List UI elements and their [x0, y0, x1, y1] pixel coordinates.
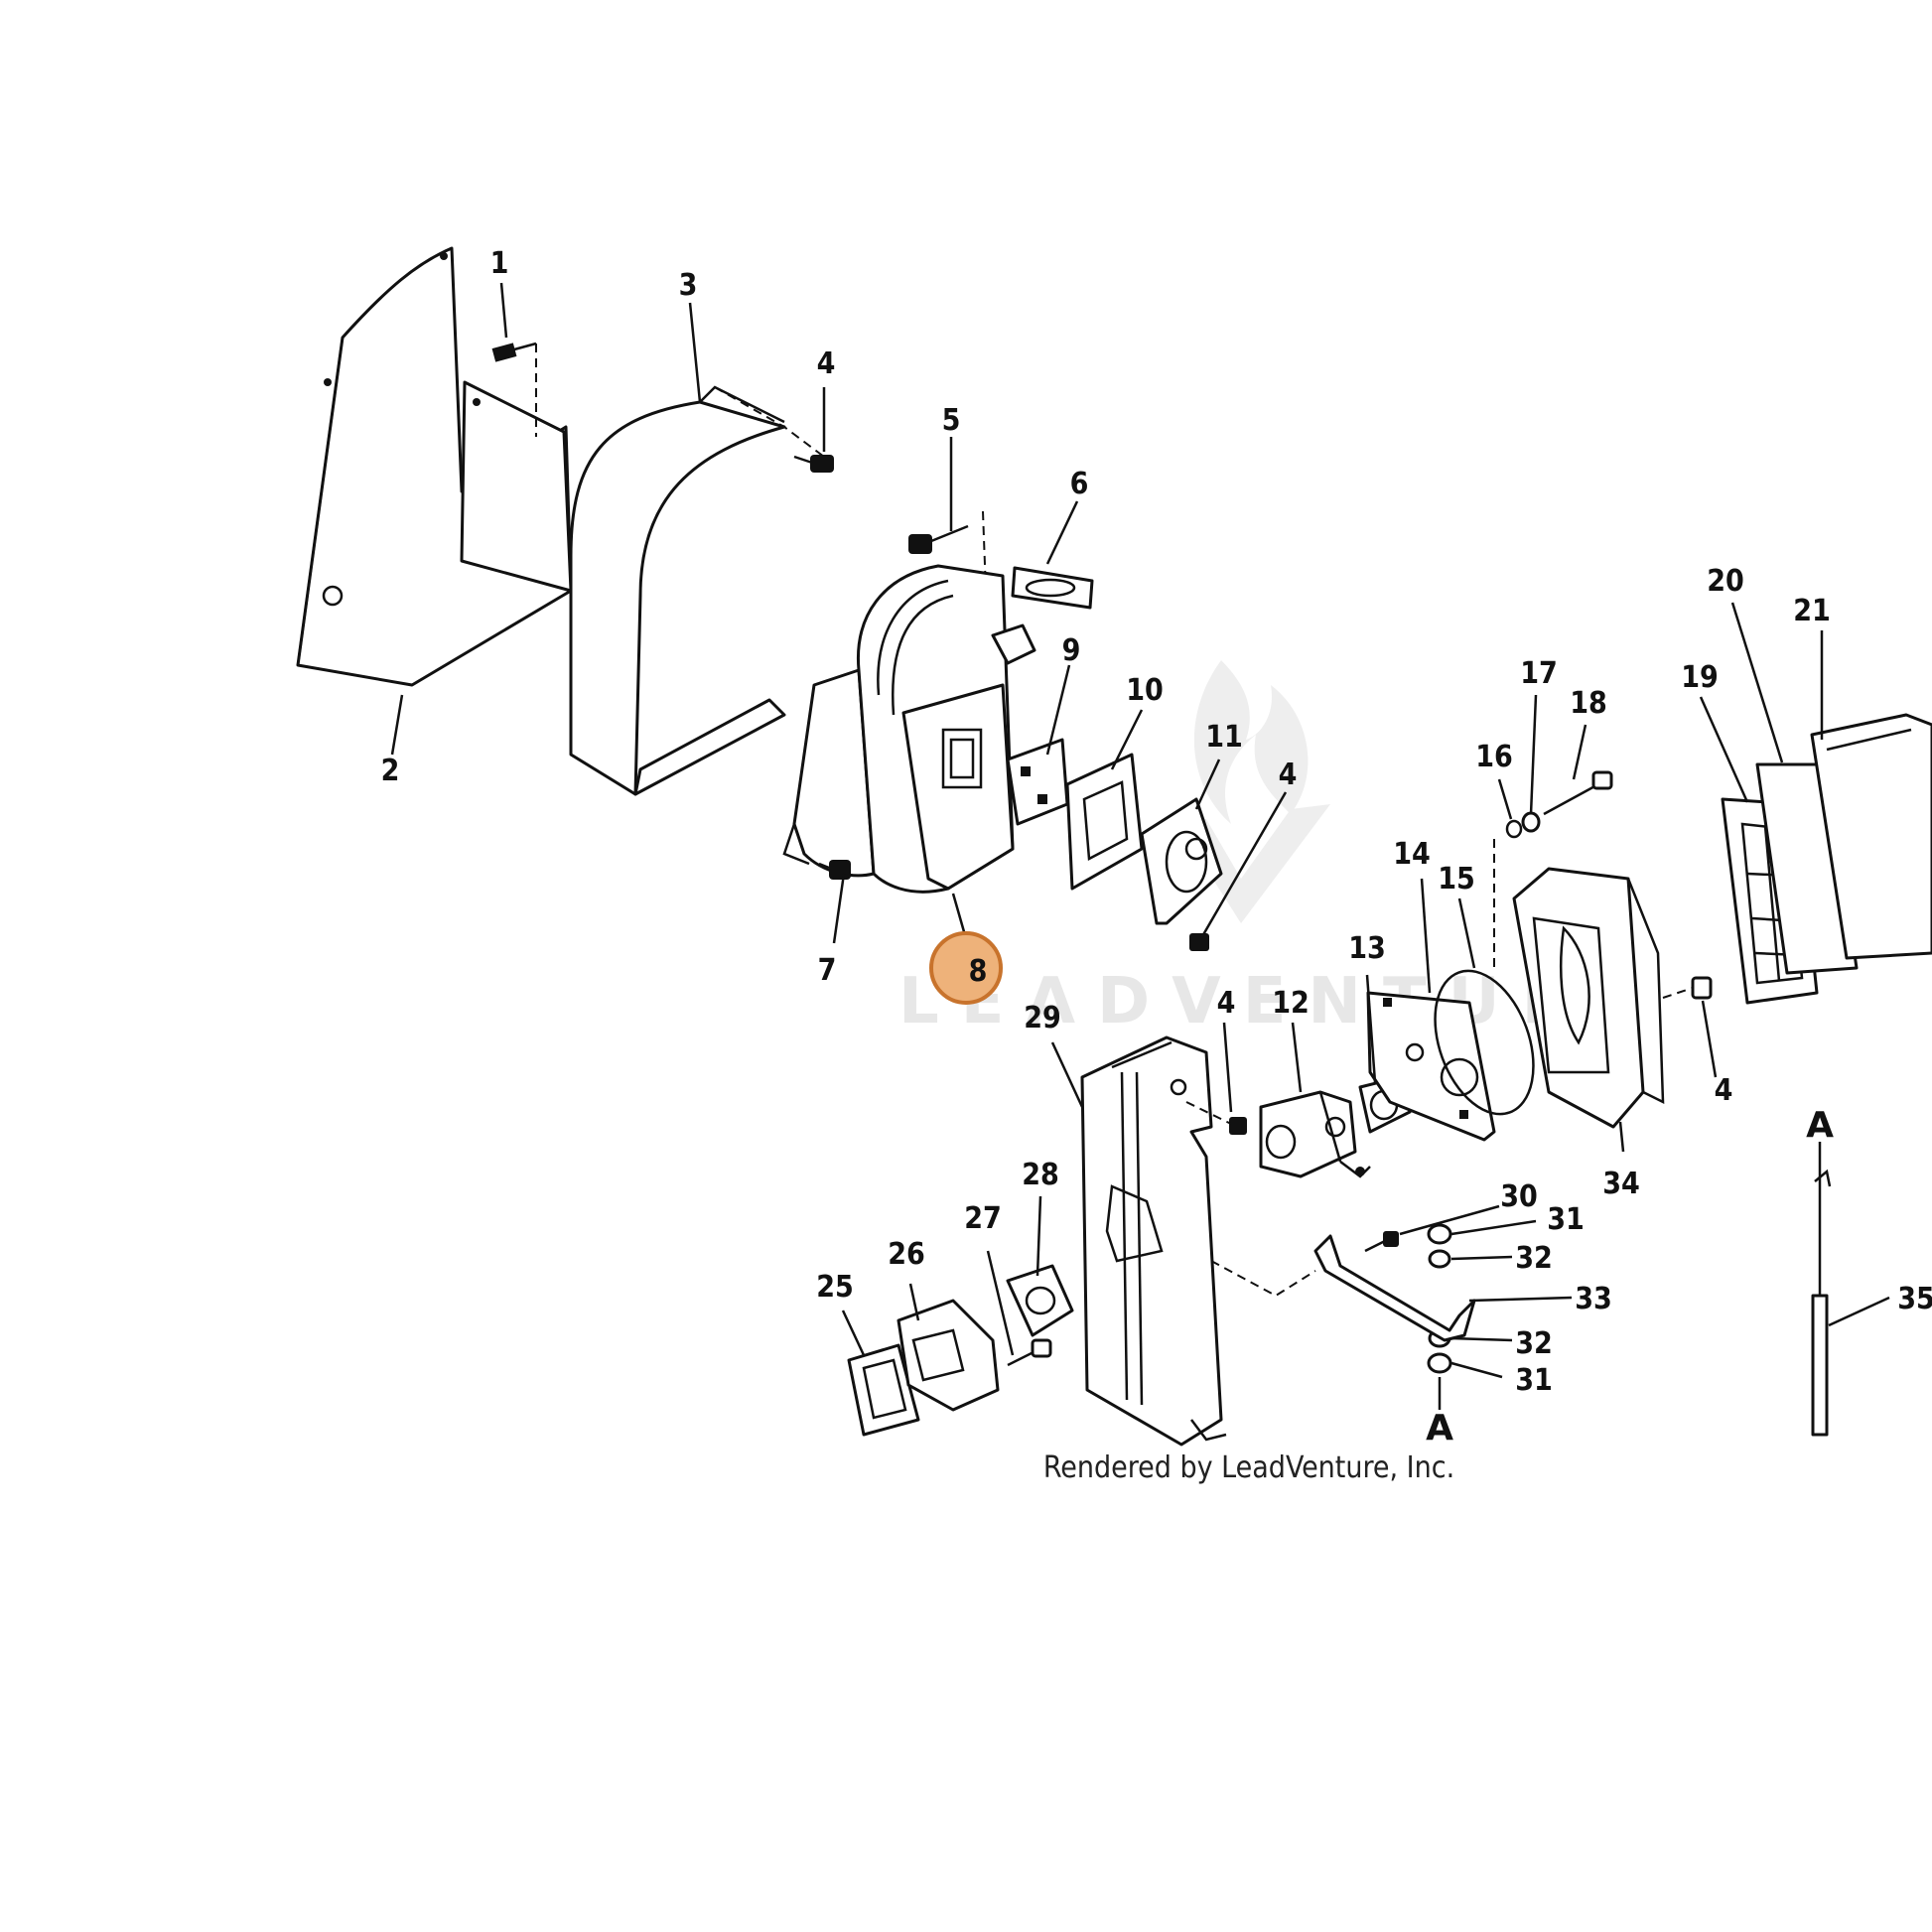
section-marker-a-top: A [1806, 1105, 1834, 1146]
leader-lines [390, 282, 1890, 1410]
part-16-washer [1505, 819, 1523, 839]
callout-35[interactable]: 35 [1897, 1282, 1932, 1316]
part-18-bolt [1493, 770, 1613, 968]
part-10-gasket [1065, 753, 1144, 891]
part-3-cover [569, 385, 825, 796]
part-28-gasket [1006, 1264, 1074, 1337]
part-26-adapter [897, 1299, 1000, 1412]
part-4-screw-d [1662, 976, 1713, 1000]
callout-1[interactable]: 1 [490, 246, 509, 281]
callout-9[interactable]: 9 [1062, 633, 1081, 668]
part-4-screw-top [793, 455, 834, 473]
part-30-bolt [1364, 1231, 1399, 1253]
callout-27[interactable]: 27 [964, 1201, 1002, 1236]
part-14-plate [1366, 991, 1496, 1142]
callout-29[interactable]: 29 [1024, 1001, 1061, 1035]
part-9-plate [1006, 738, 1069, 826]
callout-5[interactable]: 5 [942, 403, 961, 438]
callout-4-d[interactable]: 4 [1715, 1073, 1733, 1108]
callout-4-b[interactable]: 4 [1279, 758, 1298, 792]
callout-18[interactable]: 18 [1570, 686, 1607, 721]
part-32-washer-top [1428, 1249, 1451, 1269]
callouts: 1 2 3 4 5 6 7 8 9 10 11 4 12 13 14 15 16… [381, 246, 1932, 1398]
part-35-cable [1811, 1169, 1832, 1437]
part-21-cover [1810, 713, 1932, 960]
part-2-shield [296, 246, 573, 687]
part-6-gasket [1011, 566, 1094, 610]
part-11-adapter [1140, 797, 1223, 925]
callout-19[interactable]: 19 [1681, 660, 1719, 695]
part-8-muffler [782, 564, 1036, 894]
callout-30[interactable]: 30 [1500, 1179, 1538, 1214]
callout-3[interactable]: 3 [679, 268, 698, 303]
callout-4-c[interactable]: 4 [1217, 986, 1236, 1021]
callout-26[interactable]: 26 [888, 1237, 925, 1272]
callout-11[interactable]: 11 [1205, 720, 1243, 755]
callout-14[interactable]: 14 [1393, 837, 1431, 872]
credit-text: Rendered by LeadVenture, Inc. [1043, 1450, 1454, 1485]
part-31-nut-top [1427, 1223, 1452, 1245]
callout-15[interactable]: 15 [1438, 862, 1475, 897]
callout-10[interactable]: 10 [1126, 673, 1164, 708]
callout-32-b[interactable]: 32 [1515, 1326, 1553, 1361]
callout-32-a[interactable]: 32 [1515, 1241, 1553, 1276]
part-12-carburetor [1259, 1090, 1371, 1178]
callout-13[interactable]: 13 [1348, 931, 1386, 966]
callout-17[interactable]: 17 [1520, 656, 1558, 691]
part-25-gasket [847, 1343, 920, 1437]
callout-8[interactable]: 8 [969, 954, 988, 989]
part-7-screw [818, 860, 851, 880]
part-4-screw-c [1185, 1101, 1247, 1135]
part-34-housing [1512, 867, 1665, 1129]
callout-2[interactable]: 2 [381, 754, 400, 788]
callout-25[interactable]: 25 [816, 1270, 854, 1305]
callout-12[interactable]: 12 [1272, 986, 1310, 1021]
callout-34[interactable]: 34 [1602, 1167, 1640, 1201]
callout-28[interactable]: 28 [1022, 1158, 1059, 1192]
callout-33[interactable]: 33 [1575, 1282, 1612, 1316]
callout-6[interactable]: 6 [1070, 467, 1089, 501]
part-31-nut-bottom [1427, 1352, 1452, 1374]
callout-16[interactable]: 16 [1475, 740, 1513, 774]
part-17-nut [1521, 811, 1541, 833]
callout-31-b[interactable]: 31 [1515, 1363, 1553, 1398]
part-33-bracket [1210, 1234, 1476, 1342]
section-marker-a-bottom: A [1426, 1408, 1453, 1449]
callout-20[interactable]: 20 [1707, 564, 1744, 599]
highlighted-callout-ring [929, 931, 1003, 1005]
callout-21[interactable]: 21 [1793, 594, 1831, 628]
part-4-screw-b [1189, 933, 1209, 951]
part-27-screw [1007, 1338, 1052, 1367]
part-15-o-ring [1434, 969, 1535, 1116]
part-29-plate [1080, 1035, 1227, 1447]
callout-7[interactable]: 7 [818, 953, 837, 988]
part-1-screw [491, 342, 537, 437]
callout-31-a[interactable]: 31 [1547, 1202, 1585, 1237]
callout-4-a[interactable]: 4 [817, 346, 836, 381]
